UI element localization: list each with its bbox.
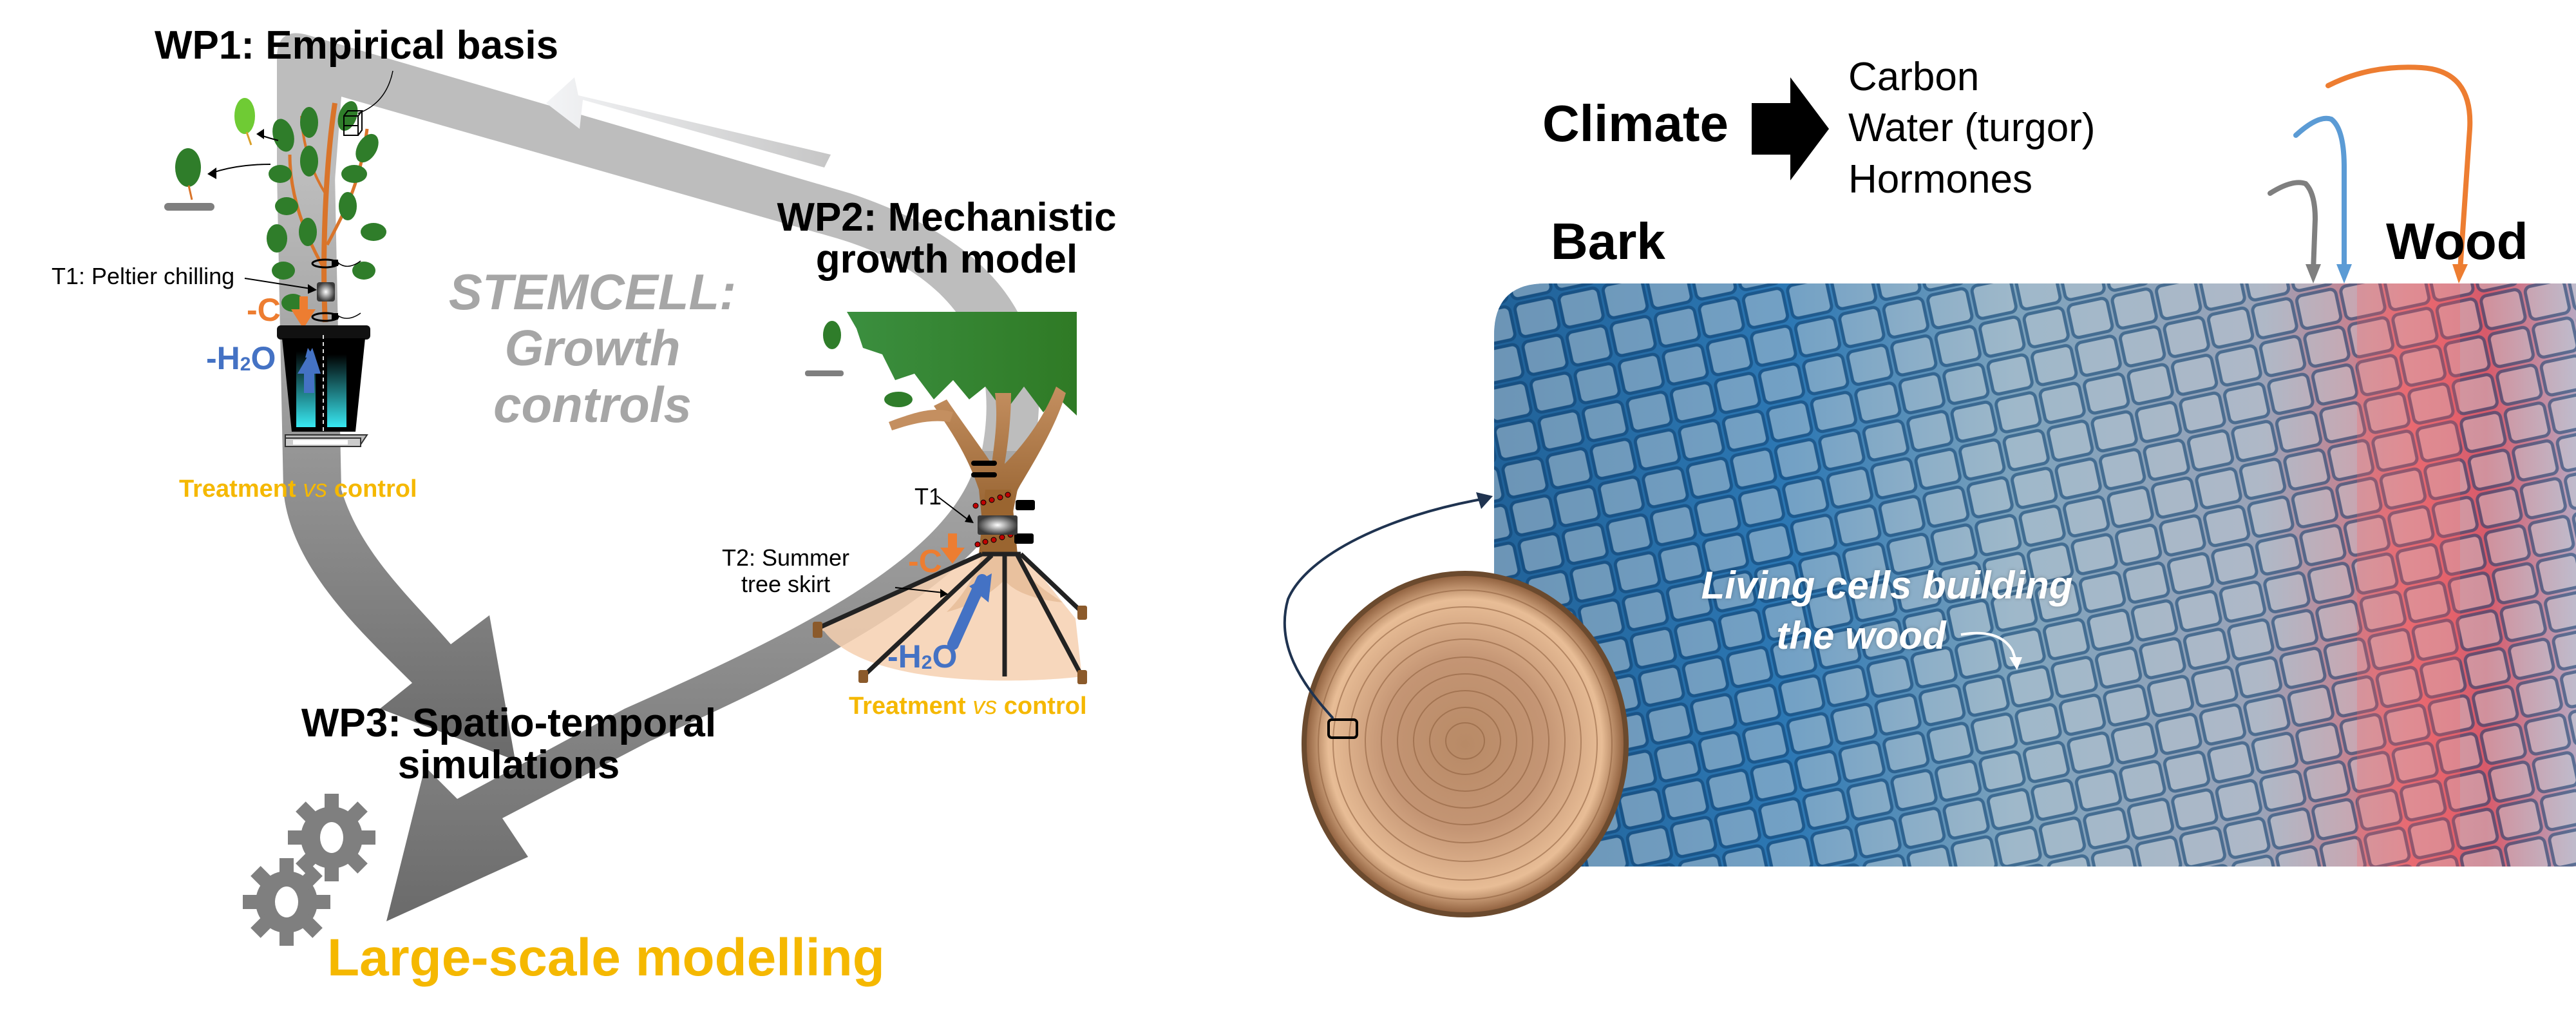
zoom-connector-arrow (1283, 498, 1482, 720)
scale-bar-icon (164, 203, 214, 211)
hormones-arrow (2268, 180, 2318, 273)
carbon-down-arrow-icon (940, 533, 965, 564)
wp2-tree-illustration (805, 312, 1087, 684)
inner-direction-arrow (546, 77, 831, 168)
large-scale-modelling-label: Large-scale modelling (327, 928, 885, 987)
leaf-chamber-icon (343, 70, 393, 136)
living-cells-annotation: Living cells building the wood (1701, 564, 2073, 657)
scale-bar-icon (805, 370, 844, 376)
factor-water: Water (turgor) (1848, 106, 2096, 151)
climate-label: Climate (1542, 95, 1728, 152)
tree-disc-image (1302, 571, 1629, 917)
water-up-arrow-icon (298, 348, 321, 393)
cycle-diagram (164, 33, 1087, 946)
cycle-arrow-top (277, 33, 1039, 921)
gears-icon (243, 794, 375, 946)
factor-carbon: Carbon (1848, 55, 1980, 99)
wp2-t1-label: T1 (914, 483, 942, 510)
wp3-title: WP3: Spatio-temporal simulations (301, 701, 717, 788)
falling-leaf-icon (175, 148, 201, 187)
t1-peltier-label: T1: Peltier chilling (52, 263, 235, 289)
falling-leaf-icon (234, 98, 255, 134)
water-arrow (2293, 115, 2347, 273)
wp1-plant-illustration (164, 70, 393, 447)
wp1-minus-water: -H2O (206, 340, 276, 376)
wp2-treatment-vs-control: Treatment vs control (849, 693, 1087, 720)
falling-leaf-icon (823, 321, 841, 349)
carbon-arrow (2325, 64, 2473, 273)
wp2-title: WP2: Mechanistic growth model (777, 195, 1117, 282)
sample-location-box (1327, 718, 1358, 739)
wp1-minus-carbon: -C (247, 292, 281, 328)
annotation-arrow (1960, 631, 2017, 661)
wood-formation-panel (1283, 64, 2576, 917)
peltier-chiller-icon (317, 282, 335, 302)
wp2-minus-carbon: -C (908, 543, 942, 579)
canopy-icon (847, 312, 1077, 416)
peltier-band-icon (978, 515, 1018, 535)
arrow-wp2-to-wp3 (386, 451, 1030, 921)
carbon-down-arrow-icon (291, 296, 316, 329)
wp1-treatment-vs-control: Treatment vs control (179, 475, 417, 503)
t2-summer-skirt-label: T2: Summer tree skirt (721, 544, 850, 598)
wp1-title: WP1: Empirical basis (155, 23, 559, 68)
factor-list: Carbon Water (turgor) Hormones (1848, 52, 2096, 205)
factor-hormones: Hormones (1848, 157, 2032, 202)
climate-arrow-icon (1752, 77, 1829, 180)
microscope-image (1494, 283, 2576, 867)
tree-skirt (818, 554, 1082, 681)
arrow-wp1-to-wp3 (277, 174, 515, 760)
wp2-minus-water: -H2O (887, 638, 958, 675)
bark-label: Bark (1551, 213, 1665, 270)
stemcell-title: STEMCELL: Growth controls (448, 264, 737, 433)
wood-label: Wood (2386, 213, 2528, 270)
